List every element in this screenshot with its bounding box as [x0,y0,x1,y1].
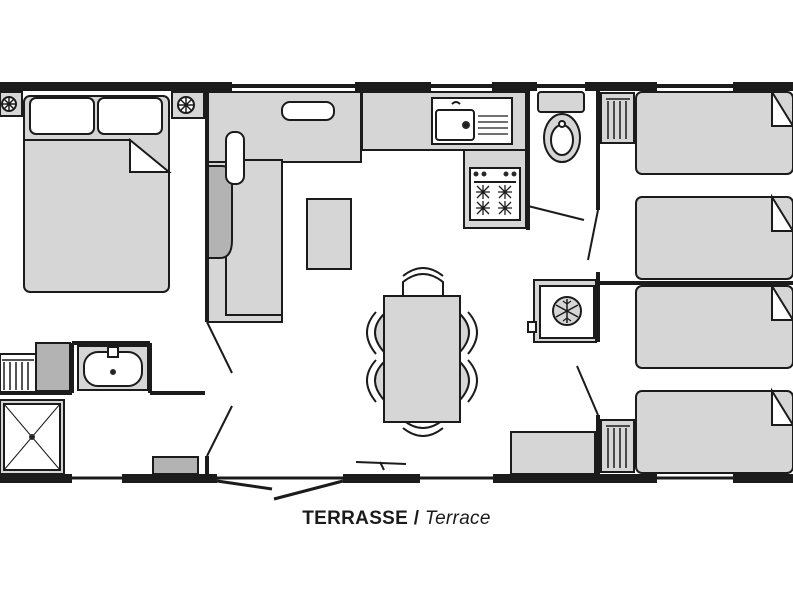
dining-table [366,267,478,437]
fan-icon [0,91,23,117]
towel-rack [600,419,635,473]
exterior-walls [0,82,793,501]
snowflake-icon [552,296,582,326]
towel-rack [0,353,37,393]
toilet-icon [537,91,585,163]
double-bed [23,95,172,293]
cabinet [35,342,71,392]
single-bed [635,387,793,474]
terrace-caption: TERRASSE / Terrace [0,508,793,530]
gas-burner-icon [469,167,521,221]
shower-icon [0,399,65,475]
towel-rack [600,92,635,144]
single-bed [635,193,793,280]
door-swings [206,205,599,457]
fan-icon [171,91,205,119]
single-bed [635,88,793,175]
sink-icon [431,97,513,145]
caption-separator: / [413,508,420,529]
l-sofa [207,91,362,323]
cabinet [510,431,596,475]
window-handle [355,461,407,471]
sink-icon [77,345,149,391]
caption-translation: Terrace [424,508,491,529]
cabinet [152,456,199,475]
coffee-table [306,198,352,270]
caption-main: TERRASSE [302,508,409,529]
single-bed [635,282,793,369]
